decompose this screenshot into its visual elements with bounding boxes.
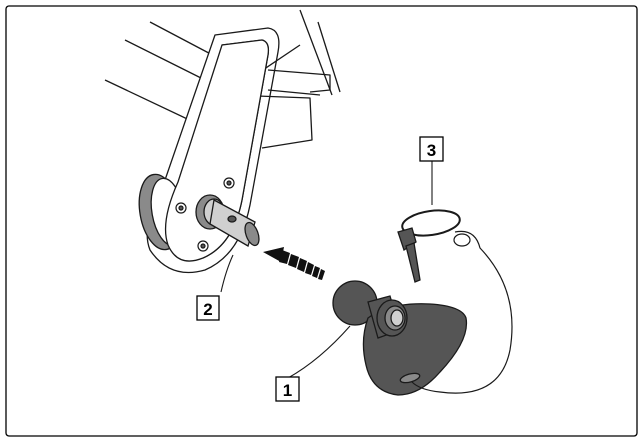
linch-pin (397, 209, 461, 283)
diagram-border (5, 5, 638, 437)
plate-bolts (175, 177, 235, 252)
svg-text:2: 2 (203, 300, 212, 319)
insertion-arrow (263, 247, 325, 280)
callout-3: 3 (419, 136, 444, 162)
callout-2: 2 (196, 295, 220, 321)
pin-shaft (195, 194, 260, 247)
svg-text:1: 1 (283, 381, 292, 400)
callout-1: 1 (275, 376, 300, 402)
lanyard-cord (411, 230, 513, 394)
side-plate (164, 39, 270, 262)
cord-loop (453, 233, 471, 247)
ball-socket-cover (332, 280, 468, 396)
svg-text:3: 3 (427, 141, 436, 160)
leader-lines (220, 161, 433, 379)
